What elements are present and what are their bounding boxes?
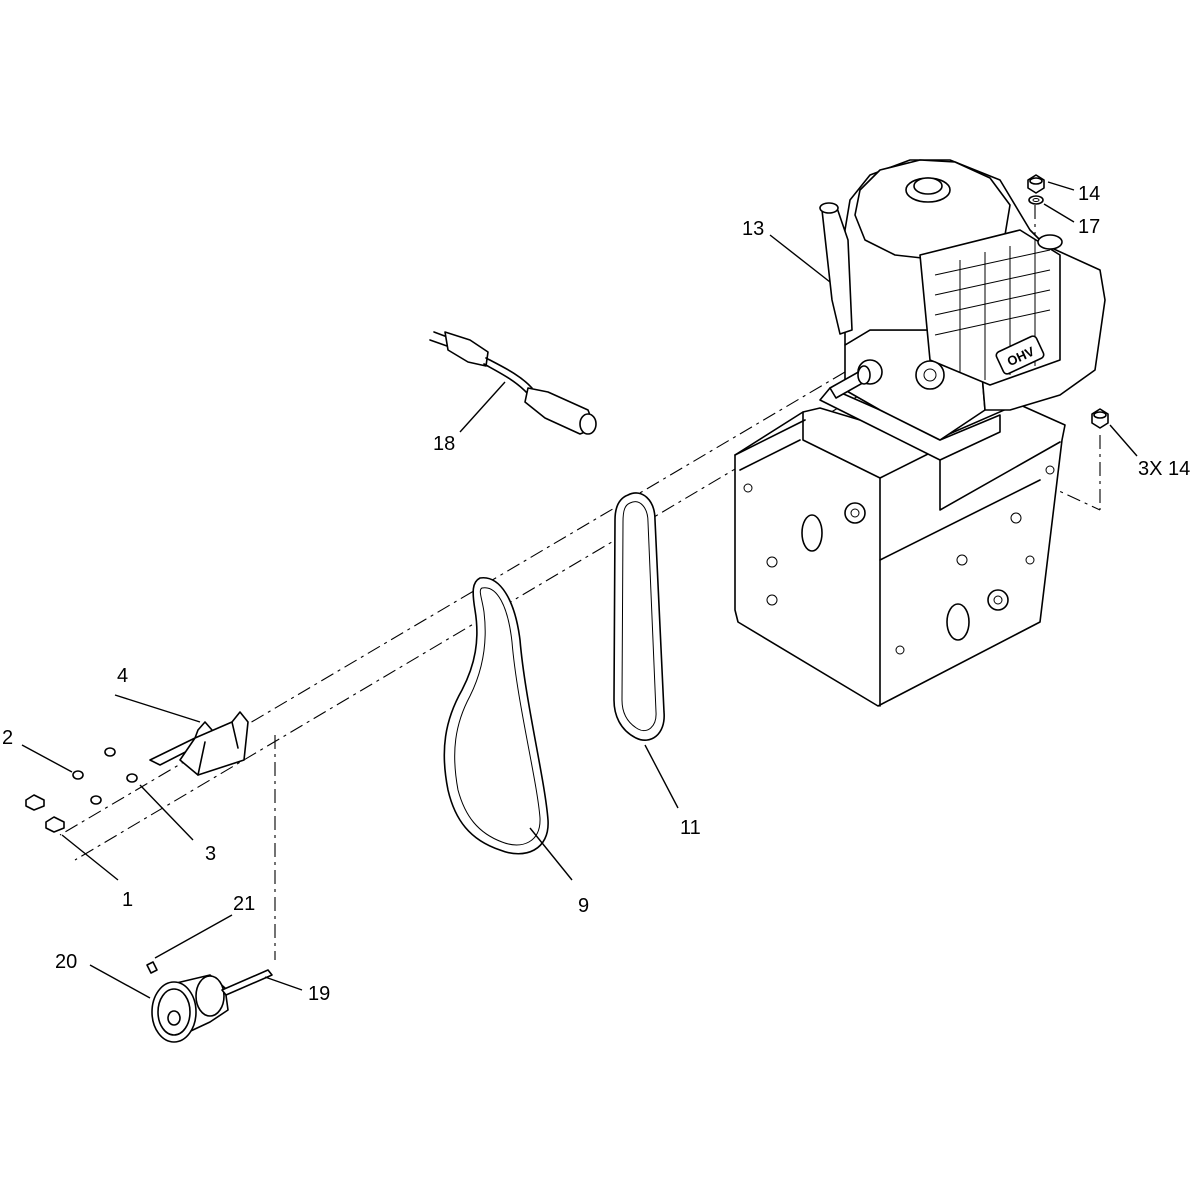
callouts: 1 2 3 4 9 11 13 14 17 3X 14 18 19 20 21	[2, 183, 1190, 1005]
washer-2-lower	[104, 747, 116, 757]
washer-3-upper	[126, 773, 138, 783]
callout-17: 17	[1078, 216, 1100, 238]
callout-1: 1	[122, 889, 133, 911]
engine-assembly: OHV	[819, 159, 1106, 461]
washer-3-lower	[90, 795, 102, 805]
callout-2: 2	[2, 727, 13, 749]
nut-14-side	[1091, 408, 1109, 429]
callout-4: 4	[117, 665, 128, 687]
shaft-key-19	[221, 969, 273, 996]
callout-14-top: 14	[1078, 183, 1100, 205]
callout-21: 21	[233, 893, 255, 915]
callout-18: 18	[433, 433, 455, 455]
belt-guide-bracket-4	[149, 711, 249, 776]
leader-lines	[21, 181, 1138, 999]
nut-14-top	[1027, 174, 1045, 194]
washer-17	[1028, 195, 1044, 205]
extension-cord-18	[429, 331, 597, 435]
callout-9: 9	[578, 895, 589, 917]
pin-21	[146, 961, 158, 974]
callout-13: 13	[742, 218, 764, 240]
washer-2-upper	[72, 770, 84, 780]
frame-mounting-plate	[734, 403, 1066, 707]
pulley-20	[151, 974, 229, 1043]
callout-3x-14: 3X 14	[1138, 458, 1190, 480]
drive-belt-11	[613, 492, 665, 741]
callout-19: 19	[308, 983, 330, 1005]
drive-belt-9	[443, 577, 549, 855]
callout-3: 3	[205, 843, 216, 865]
callout-11: 11	[680, 817, 701, 839]
bolt-1-lower	[45, 816, 65, 833]
bolt-1-upper	[25, 794, 45, 811]
callout-20: 20	[55, 951, 77, 973]
